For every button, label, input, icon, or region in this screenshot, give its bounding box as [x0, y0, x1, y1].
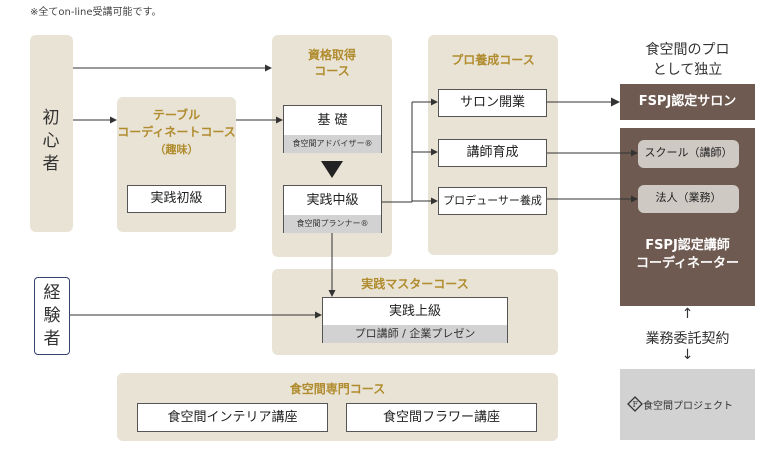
specialty-flower-box: 食空間フラワー講座	[346, 403, 537, 432]
experienced-label: 経験者	[43, 283, 61, 349]
up-arrow-icon: ↑	[681, 306, 694, 322]
arrowhead-qualification	[265, 64, 272, 72]
project-logo-icon: F	[627, 396, 643, 412]
table-course-title-1: テーブル	[152, 108, 201, 122]
specialty-interior-box: 食空間インテリア講座	[137, 403, 328, 432]
note-text: ※全てon-line受講可能です。	[30, 7, 162, 18]
pro-item-salon: サロン開業	[438, 89, 547, 117]
svg-text:F: F	[633, 400, 639, 409]
pro-item-producer: プロデューサー養成	[438, 187, 547, 215]
beginner-label: 初心者	[42, 108, 60, 174]
table-course-title-2: コーディネートコース	[117, 125, 236, 139]
master-box: 実践上級 プロ講師 / 企業プレゼン	[322, 297, 508, 343]
corporate-business-pill: 法人（業務）	[638, 185, 739, 213]
basic-sub: 食空間アドバイザー®	[284, 135, 381, 153]
beginner-panel	[30, 35, 73, 232]
independent-title-2: として独立	[652, 62, 723, 78]
contract-label: 業務委託契約	[645, 331, 730, 347]
table-course-title-3: （趣味）	[154, 143, 199, 156]
project-box: F 食空間プロジェクト	[620, 369, 755, 440]
pro-item-instructor: 講師育成	[438, 139, 547, 167]
pro-course-title: プロ養成コース	[451, 53, 535, 67]
arrowhead-salon-out	[611, 97, 620, 107]
salon-box: FSPJ認定サロン	[620, 84, 755, 120]
basic-box: 基 礎 食空間アドバイザー®	[283, 105, 382, 153]
coordinator-title-2: コーディネーター	[635, 256, 740, 271]
middle-label: 実践中級	[306, 193, 359, 208]
down-triangle-icon	[321, 161, 343, 178]
qualification-title-1: 資格取得	[307, 48, 356, 62]
qualification-title-2: コース	[314, 64, 350, 78]
specialty-course-title: 食空間専門コース	[289, 382, 386, 396]
middle-sub: 食空間プランナー®	[284, 215, 381, 233]
project-label: 食空間プロジェクト	[643, 401, 733, 412]
down-arrow-icon: ↓	[681, 347, 694, 363]
coordinator-title-1: FSPJ認定講師	[645, 238, 730, 253]
master-sub: プロ講師 / 企業プレゼン	[323, 325, 507, 343]
independent-title-1: 食空間のプロ	[645, 42, 730, 58]
school-instructor-pill: スクール（講師）	[638, 140, 739, 168]
master-course-title: 実践マスターコース	[361, 277, 469, 291]
experienced-box	[34, 277, 70, 355]
middle-box: 実践中級 食空間プランナー®	[283, 185, 382, 233]
arrowhead-table	[110, 116, 117, 124]
master-label: 実践上級	[388, 304, 441, 319]
practice-beginner-box: 実践初級	[127, 185, 226, 213]
basic-label: 基 礎	[317, 113, 348, 128]
